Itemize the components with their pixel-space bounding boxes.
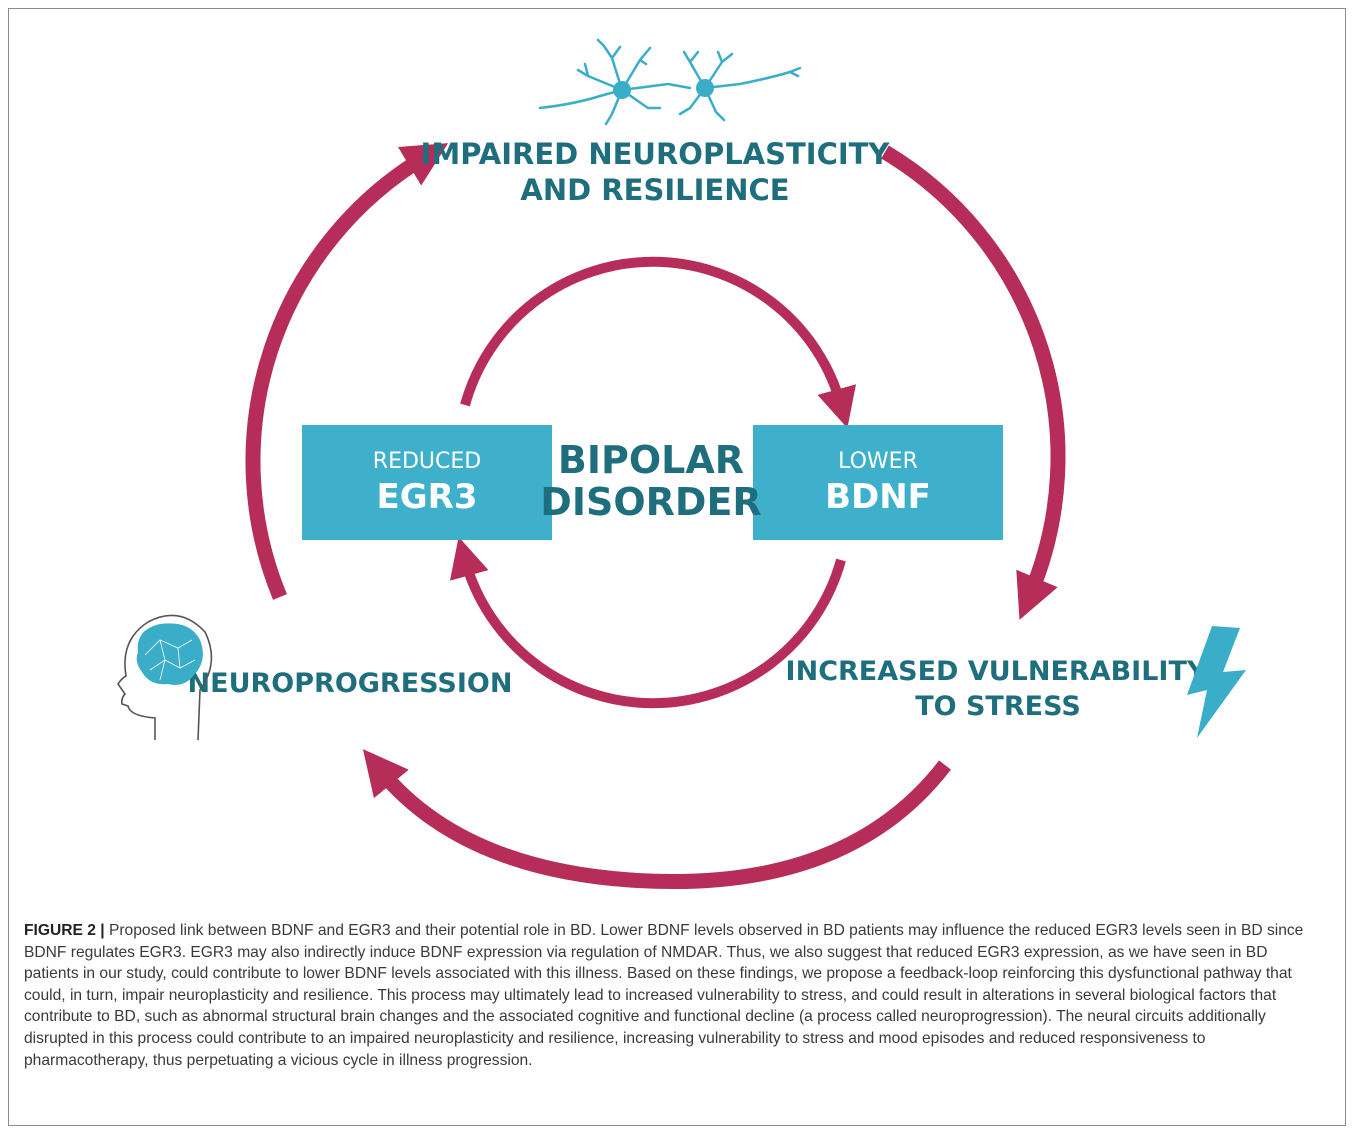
neurons-icon (538, 38, 802, 126)
inner-arrow-bottom (449, 536, 846, 709)
outer-arrow-left (245, 143, 449, 600)
bdnf-box-small-text: LOWER (838, 449, 918, 474)
egr3-box-small-text: REDUCED (373, 449, 481, 474)
egr3-box-big-text: EGR3 (377, 477, 478, 517)
top-label-line1: IMPAIRED NEUROPLASTICITY (421, 137, 891, 171)
egr3-box (302, 425, 552, 540)
caption-text: Proposed link between BDNF and EGR3 and … (24, 922, 1304, 1069)
figure-caption: FIGURE 2 | Proposed link between BDNF an… (24, 920, 1324, 1071)
caption-label: FIGURE 2 | (24, 922, 105, 939)
outer-arrow-bottom (362, 749, 951, 890)
outer-arrow-top-right (881, 145, 1066, 620)
center-label-line1: BIPOLAR (558, 438, 744, 482)
cycle-diagram: REDUCED EGR3 LOWER BDNF BIPOLAR DISORDER… (117, 38, 1246, 890)
bdnf-box (753, 425, 1003, 540)
inner-arrow-top (460, 256, 857, 429)
right-label-line1: INCREASED VULNERABILITY (786, 656, 1207, 687)
lightning-bolt-icon (1187, 626, 1246, 738)
bdnf-box-big-text: BDNF (825, 477, 931, 517)
left-label: NEUROPROGRESSION (188, 668, 513, 699)
right-label-line2: TO STRESS (915, 691, 1081, 722)
center-label-line2: DISORDER (540, 480, 761, 524)
brain-head-icon (117, 614, 213, 741)
figure-frame (8, 8, 1346, 1126)
top-label-line2: AND RESILIENCE (520, 173, 789, 207)
